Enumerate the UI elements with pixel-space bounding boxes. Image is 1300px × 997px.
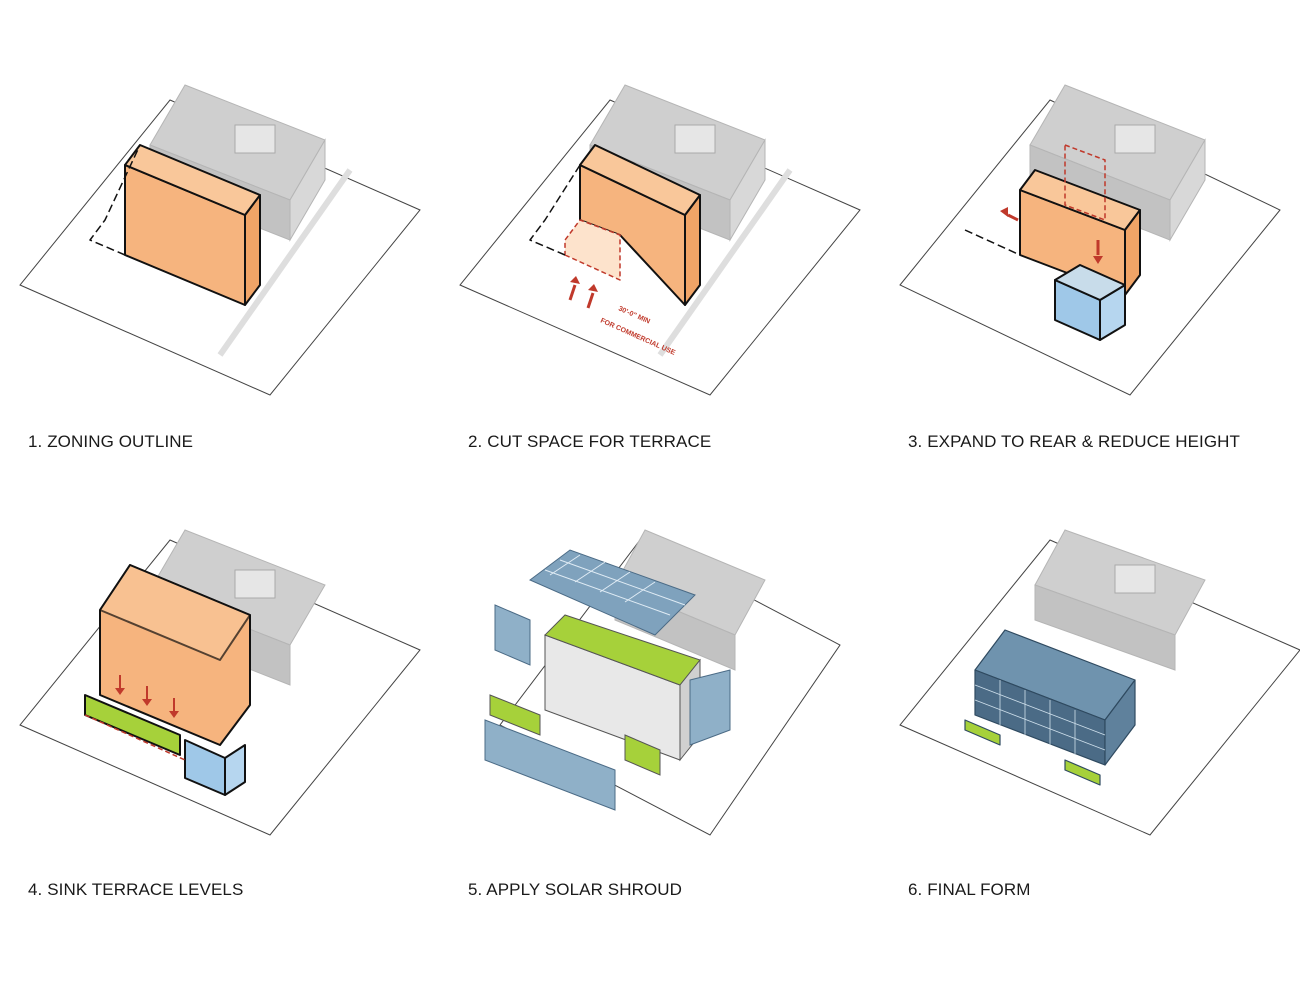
shroud-panel-right [689,669,731,746]
panel-2: 30'-0" MIN FOR COMMERCIAL USE 2. CUT SPA… [459,70,880,510]
zoning-mass [89,144,261,306]
sink-arrows [115,675,179,718]
terrace-arrows [568,276,598,309]
street-context [217,168,353,357]
step-caption: 6. FINAL FORM [908,880,1031,899]
shroud-panel-left [484,604,616,811]
step-caption: 3. EXPAND TO REAR & REDUCE HEIGHT [908,432,1241,451]
street-context [657,168,793,357]
shroud-roof [529,549,696,636]
solar-shroud-diagram [484,529,841,836]
step-caption: 1. ZONING OUTLINE [28,432,194,451]
final-building [964,629,1136,786]
panel-3: 3. EXPAND TO REAR & REDUCE HEIGHT [899,70,1300,510]
panel-5: 5. APPLY SOLAR SHROUD [460,520,880,960]
step-caption: 5. APPLY SOLAR SHROUD [468,880,683,899]
final-form-diagram [899,529,1300,836]
panel-4: 4. SINK TERRACE LEVELS [19,520,440,960]
sink-terrace-diagram [19,529,421,836]
step-caption: 2. CUT SPACE FOR TERRACE [468,432,712,451]
expanded-mass [964,144,1141,341]
context-building [1034,529,1206,671]
cut-terrace-diagram: 30'-0" MIN FOR COMMERCIAL USE [459,84,861,396]
sunk-mass [84,564,251,796]
zoning-outline-diagram [19,84,421,396]
panel-6: 6. FINAL FORM [899,520,1300,960]
expand-arrows [1000,207,1103,264]
expand-rear-diagram [899,84,1281,396]
mass-with-cut [529,144,701,306]
step-caption: 4. SINK TERRACE LEVELS [28,880,244,899]
panel-1: 1. ZONING OUTLINE [19,70,440,510]
